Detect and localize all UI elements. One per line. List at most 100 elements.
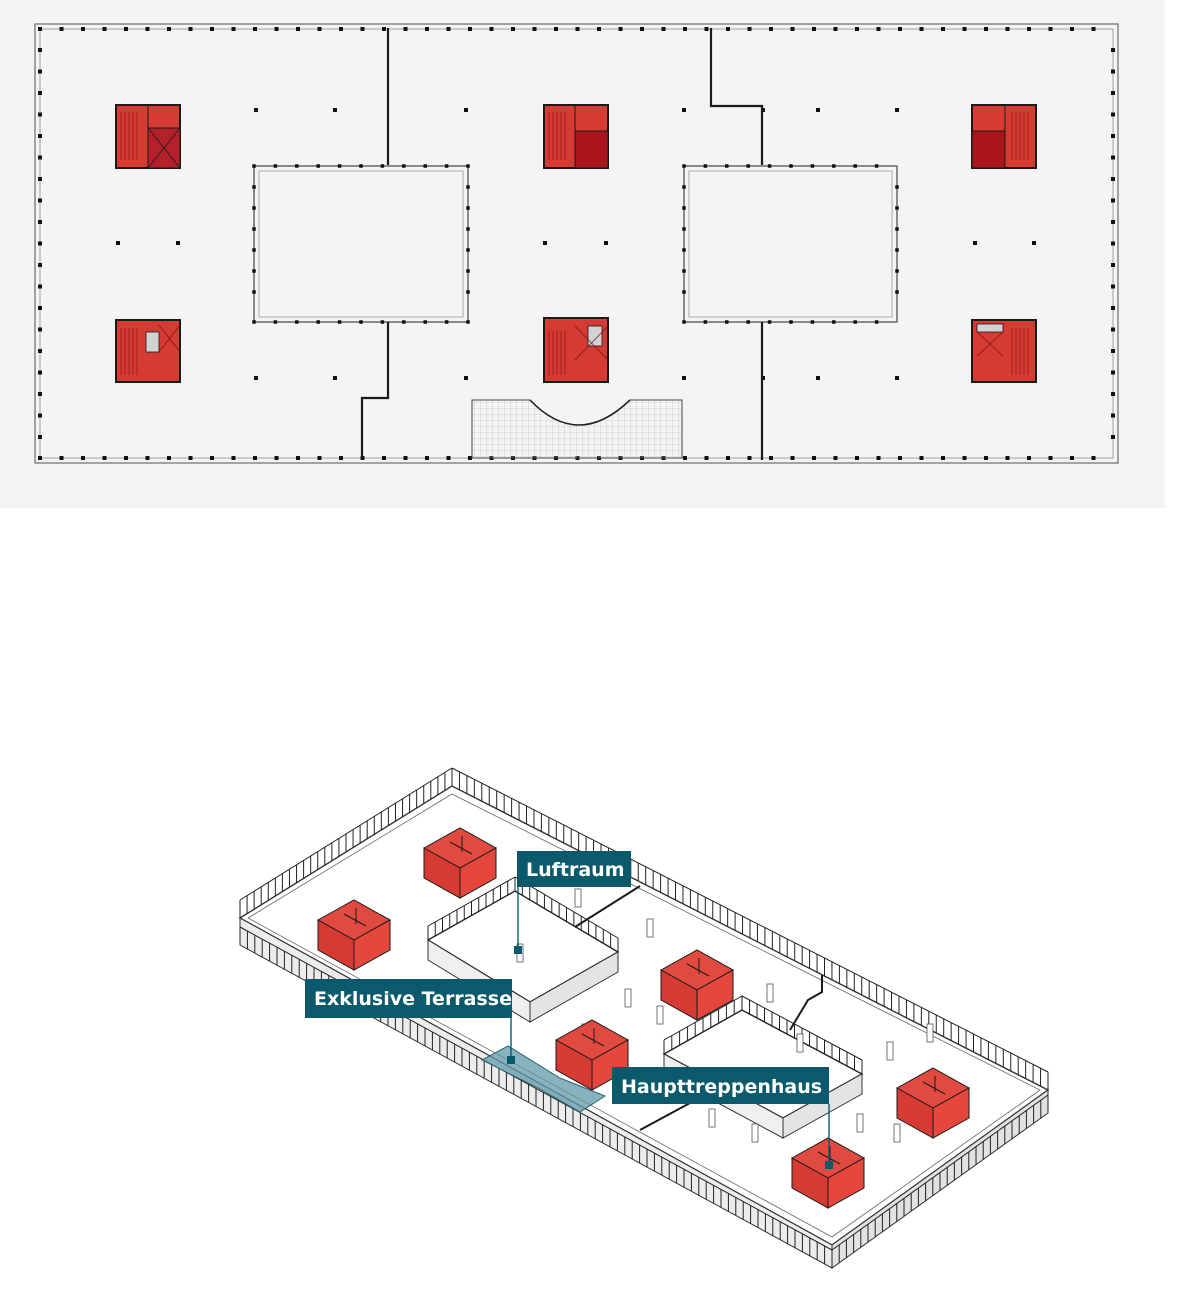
column-dot [855,27,859,31]
column-dot [1111,263,1115,267]
column-dot [252,248,256,252]
column-dot [464,108,468,112]
column-dot [252,320,256,324]
column-dot [466,320,470,324]
column-dot [81,27,85,31]
column-dot [444,320,449,324]
column-dot [833,456,838,460]
column-dot [317,27,322,31]
iso-core [422,827,498,899]
column-dot [1111,370,1115,375]
column-dot [317,456,322,460]
column-dot [254,108,258,112]
column-dot [296,27,300,31]
column-dot [704,27,709,31]
iso-column [708,1108,716,1128]
column-dot [790,456,795,460]
column-dot [747,27,752,31]
column-dot [790,27,795,31]
column-dot [274,456,279,460]
column-dot [489,27,494,31]
column-dot [167,456,171,460]
column-dot [231,27,236,31]
column-dot [231,456,236,460]
column-dot [726,456,730,460]
column-dot [919,456,924,460]
column-dot [618,27,623,31]
column-dot [682,248,686,252]
iso-core [316,899,392,971]
column-dot [38,91,42,95]
iso-column [751,1123,759,1143]
column-dot [895,269,899,273]
column-dot [895,206,899,210]
column-dot [726,27,730,31]
column-dot [1111,91,1115,95]
column-dot [725,164,729,168]
column-dot [468,456,472,460]
atrium-edge-columns [252,164,899,324]
column-dot [973,241,977,245]
column-dot [1091,27,1096,31]
column-dot [725,320,729,324]
column-dot [575,27,580,31]
column-dot [252,227,256,231]
column-dot [102,456,107,460]
atrium-right [683,165,898,323]
column-dot [38,48,42,52]
column-dot [747,456,752,460]
column-dot [895,185,899,189]
atrium-left [253,165,469,323]
iso-core [659,949,735,1021]
column-dot [38,263,42,267]
column-dot [273,320,278,324]
column-dot [682,320,686,324]
column-dot [816,108,820,112]
column-dot [941,456,945,460]
column-dot [1048,456,1053,460]
column-dot [812,27,816,31]
column-dot [746,164,750,168]
column-dot [1111,134,1115,138]
column-dot [769,456,773,460]
railing-top [239,767,453,901]
column-dot [403,456,408,460]
column-dot [316,320,320,324]
column-dot [1091,456,1096,460]
column-dot [402,320,406,324]
column-dot [38,456,42,460]
iso-column [574,888,582,908]
column-dot [59,27,64,31]
column-dot [703,320,708,324]
column-dot [532,27,537,31]
column-dot [38,435,42,439]
column-dot [59,456,64,460]
column-dot [984,456,988,460]
column-dot [682,227,686,231]
column-dot [1027,27,1031,31]
column-dot [876,27,881,31]
column-dot [1111,392,1115,396]
column-dot [1111,220,1115,224]
iso-separation-walls [574,885,823,1131]
railing-top [514,876,619,939]
column-dot [466,206,470,210]
column-dot [1111,112,1115,117]
callout-treppenhaus: Haupttreppenhaus [612,1067,833,1169]
column-dot [682,290,686,294]
isometric-view: Luftraum Exklusive Terrasse Haupttreppen… [238,767,1050,1269]
column-dot [962,27,967,31]
column-dot [1111,435,1115,439]
column-dot [466,269,470,273]
iso-column [796,1033,804,1053]
railing-top [741,995,863,1061]
column-dot [124,456,128,460]
column-dot [444,164,449,168]
column-dot [464,376,468,380]
column-dot [898,456,902,460]
iso-column [624,988,632,1008]
column-dot [1111,413,1115,418]
column-dot [102,27,107,31]
core-top-left [115,104,181,169]
